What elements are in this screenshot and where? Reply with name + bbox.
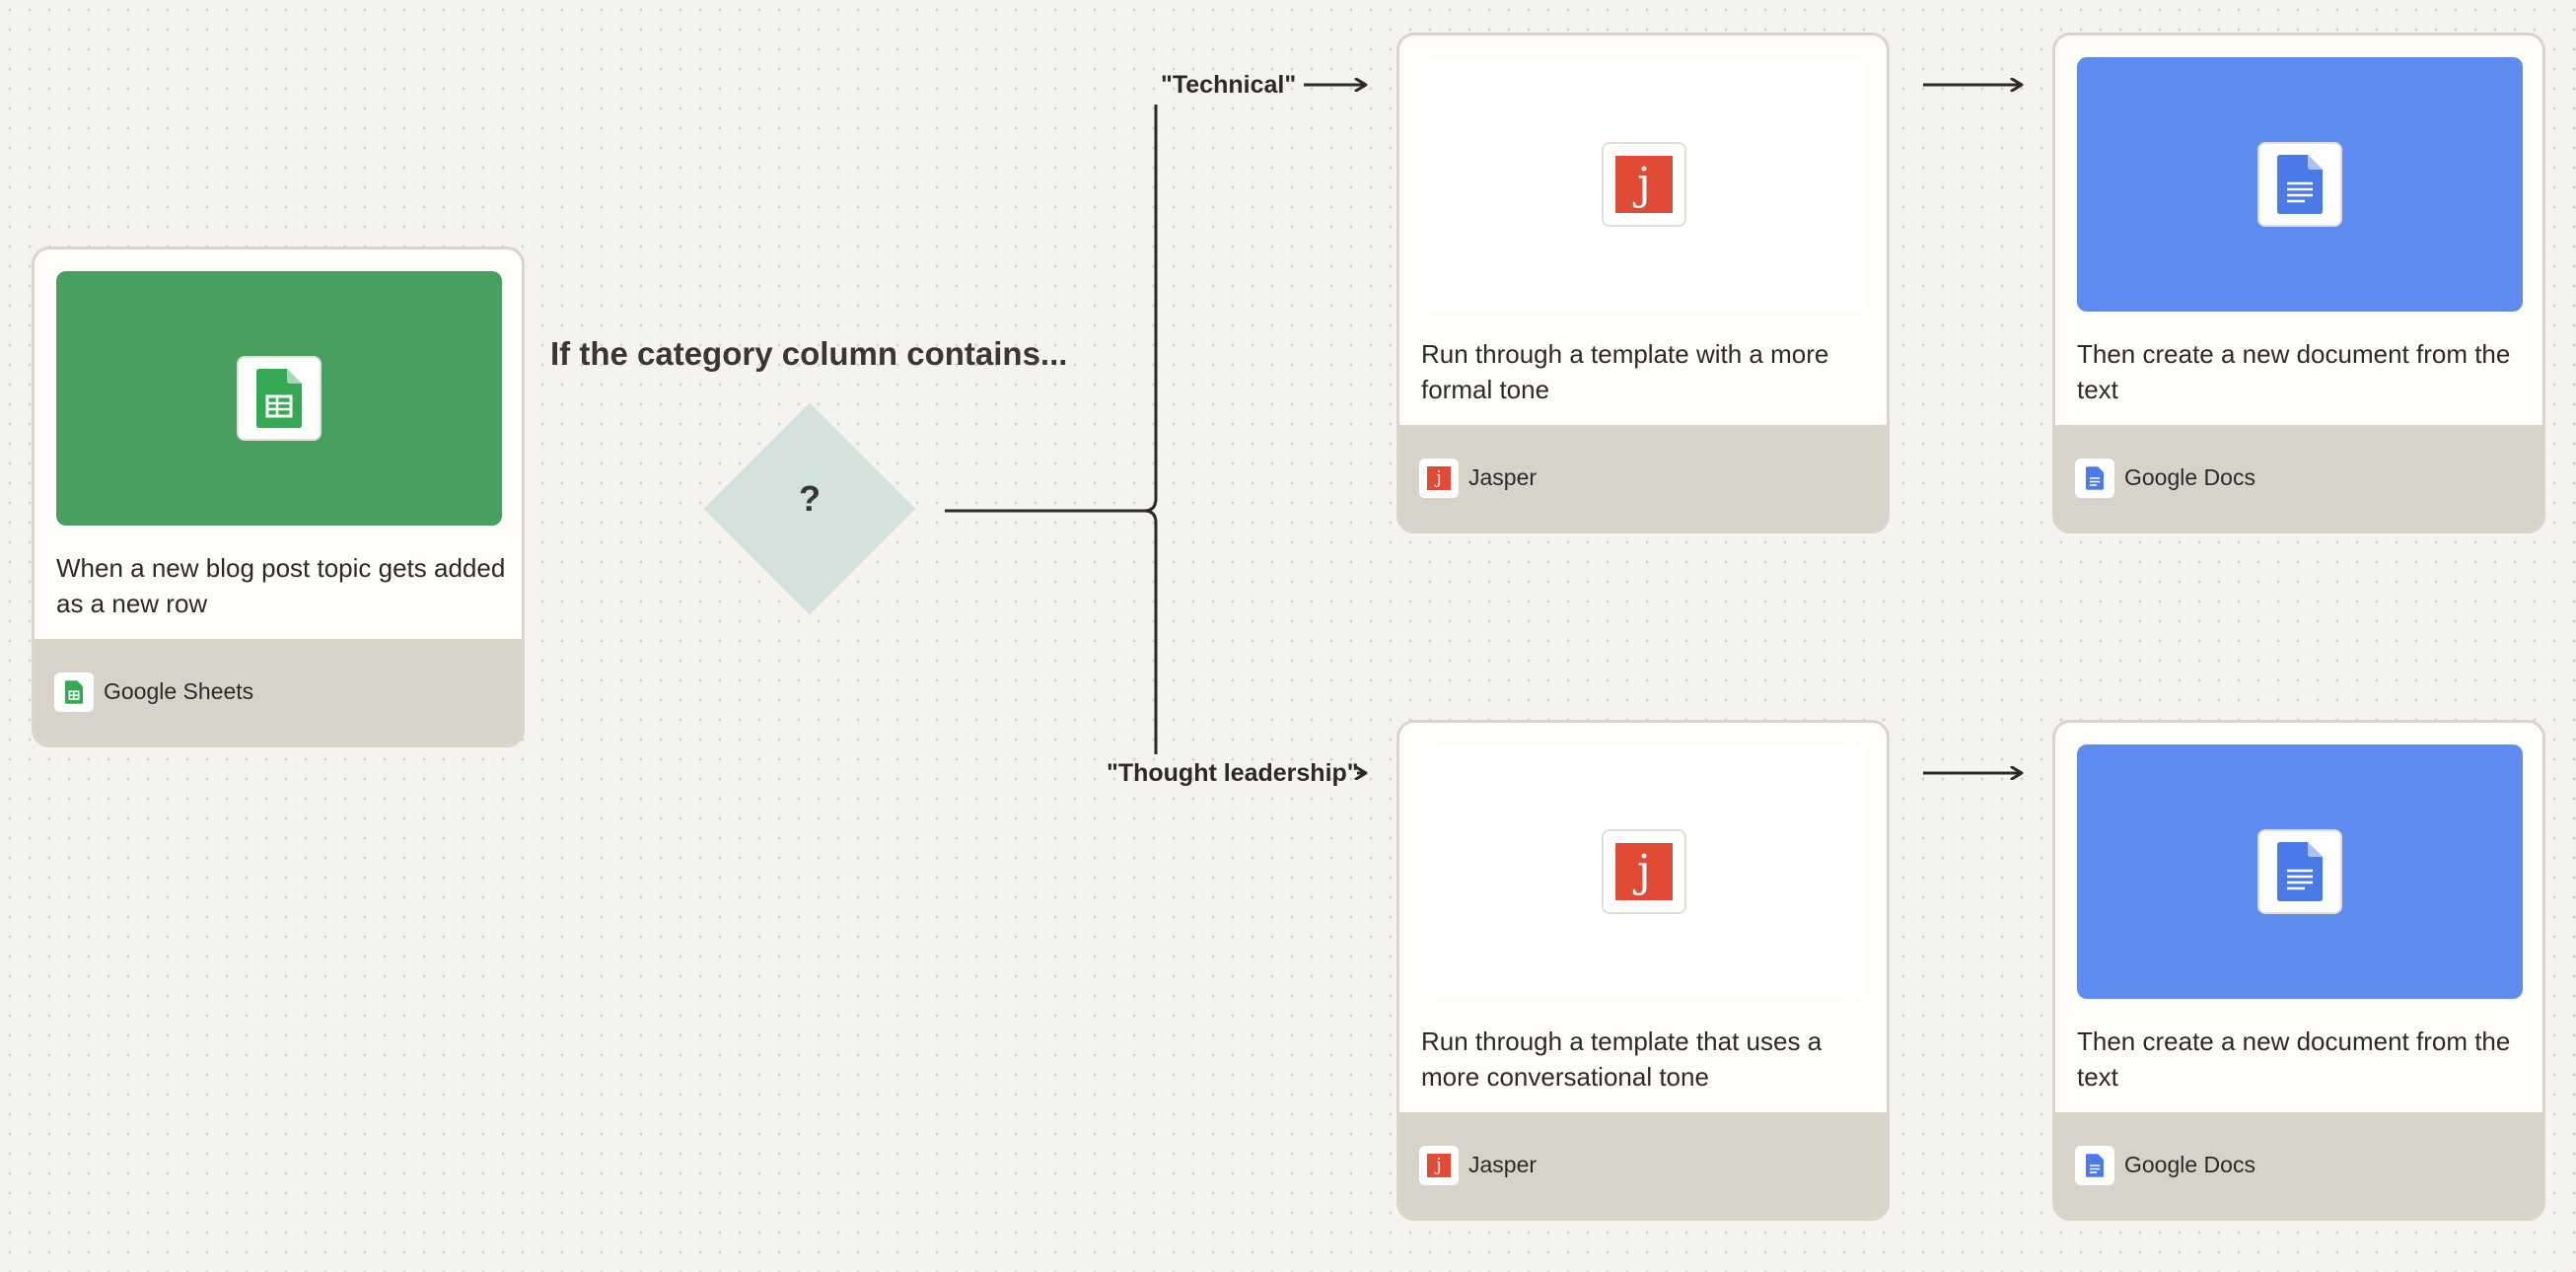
jasper-mini-letter: j bbox=[1436, 1154, 1442, 1175]
google-docs-mini-icon bbox=[2075, 1145, 2114, 1185]
trigger-footer: Google Sheets bbox=[35, 639, 522, 744]
jasper-letter: j bbox=[1637, 159, 1651, 209]
docs-step-card-technical[interactable]: Then create a new document from the text… bbox=[2052, 33, 2545, 533]
google-sheets-icon bbox=[237, 356, 322, 441]
question-mark-icon: ? bbox=[799, 478, 821, 519]
docs-app-name: Google Docs bbox=[2124, 1152, 2255, 1177]
docs-step-description: Then create a new document from the text bbox=[2077, 339, 2511, 404]
jasper-app-name: Jasper bbox=[1468, 464, 1538, 490]
google-docs-icon bbox=[2257, 829, 2342, 914]
trigger-card[interactable]: When a new blog post topic gets added as… bbox=[32, 247, 525, 747]
trigger-hero bbox=[56, 271, 502, 526]
jasper-mini-icon: j bbox=[1419, 1145, 1459, 1185]
docs-step-card-thought-leadership[interactable]: Then create a new document from the text… bbox=[2052, 720, 2545, 1221]
jasper-step-footer: j Jasper bbox=[1399, 425, 1887, 530]
jasper-step-card-thought-leadership[interactable]: j Run through a template that uses a mor… bbox=[1396, 720, 1890, 1221]
jasper-step-footer: j Jasper bbox=[1399, 1112, 1887, 1218]
diamond-connector bbox=[945, 105, 1158, 513]
jasper-icon: j bbox=[1602, 829, 1686, 914]
jasper-app-name: Jasper bbox=[1468, 1152, 1538, 1177]
trigger-description: When a new blog post topic gets added as… bbox=[56, 553, 506, 618]
jasper-letter: j bbox=[1637, 846, 1651, 896]
jasper-step-description: Run through a template with a more forma… bbox=[1421, 339, 1829, 404]
docs-step-description: Then create a new document from the text bbox=[2077, 1026, 2511, 1092]
branch-spine-lower bbox=[1143, 509, 1158, 754]
condition-title: If the category column contains... bbox=[550, 335, 1068, 372]
docs-hero bbox=[2077, 57, 2523, 312]
jasper-icon: j bbox=[1602, 142, 1686, 227]
docs-step-footer: Google Docs bbox=[2055, 1112, 2542, 1218]
jasper-step-card-technical[interactable]: j Run through a template with a more for… bbox=[1396, 33, 1890, 533]
jasper-mini-icon: j bbox=[1419, 458, 1459, 498]
docs-app-name: Google Docs bbox=[2124, 464, 2255, 490]
docs-hero bbox=[2077, 744, 2523, 999]
branch-label-technical: "Technical" bbox=[1161, 71, 1297, 99]
branch-label-thought-leadership: "Thought leadership" bbox=[1107, 759, 1359, 787]
jasper-hero: j bbox=[1421, 744, 1867, 999]
jasper-step-description: Run through a template that uses a more … bbox=[1421, 1026, 1823, 1092]
docs-step-footer: Google Docs bbox=[2055, 425, 2542, 530]
google-sheets-mini-icon bbox=[54, 671, 94, 712]
jasper-hero: j bbox=[1421, 57, 1867, 312]
google-docs-mini-icon bbox=[2075, 458, 2114, 498]
jasper-mini-letter: j bbox=[1436, 466, 1442, 488]
google-docs-icon bbox=[2257, 142, 2342, 227]
trigger-app-name: Google Sheets bbox=[104, 678, 254, 704]
